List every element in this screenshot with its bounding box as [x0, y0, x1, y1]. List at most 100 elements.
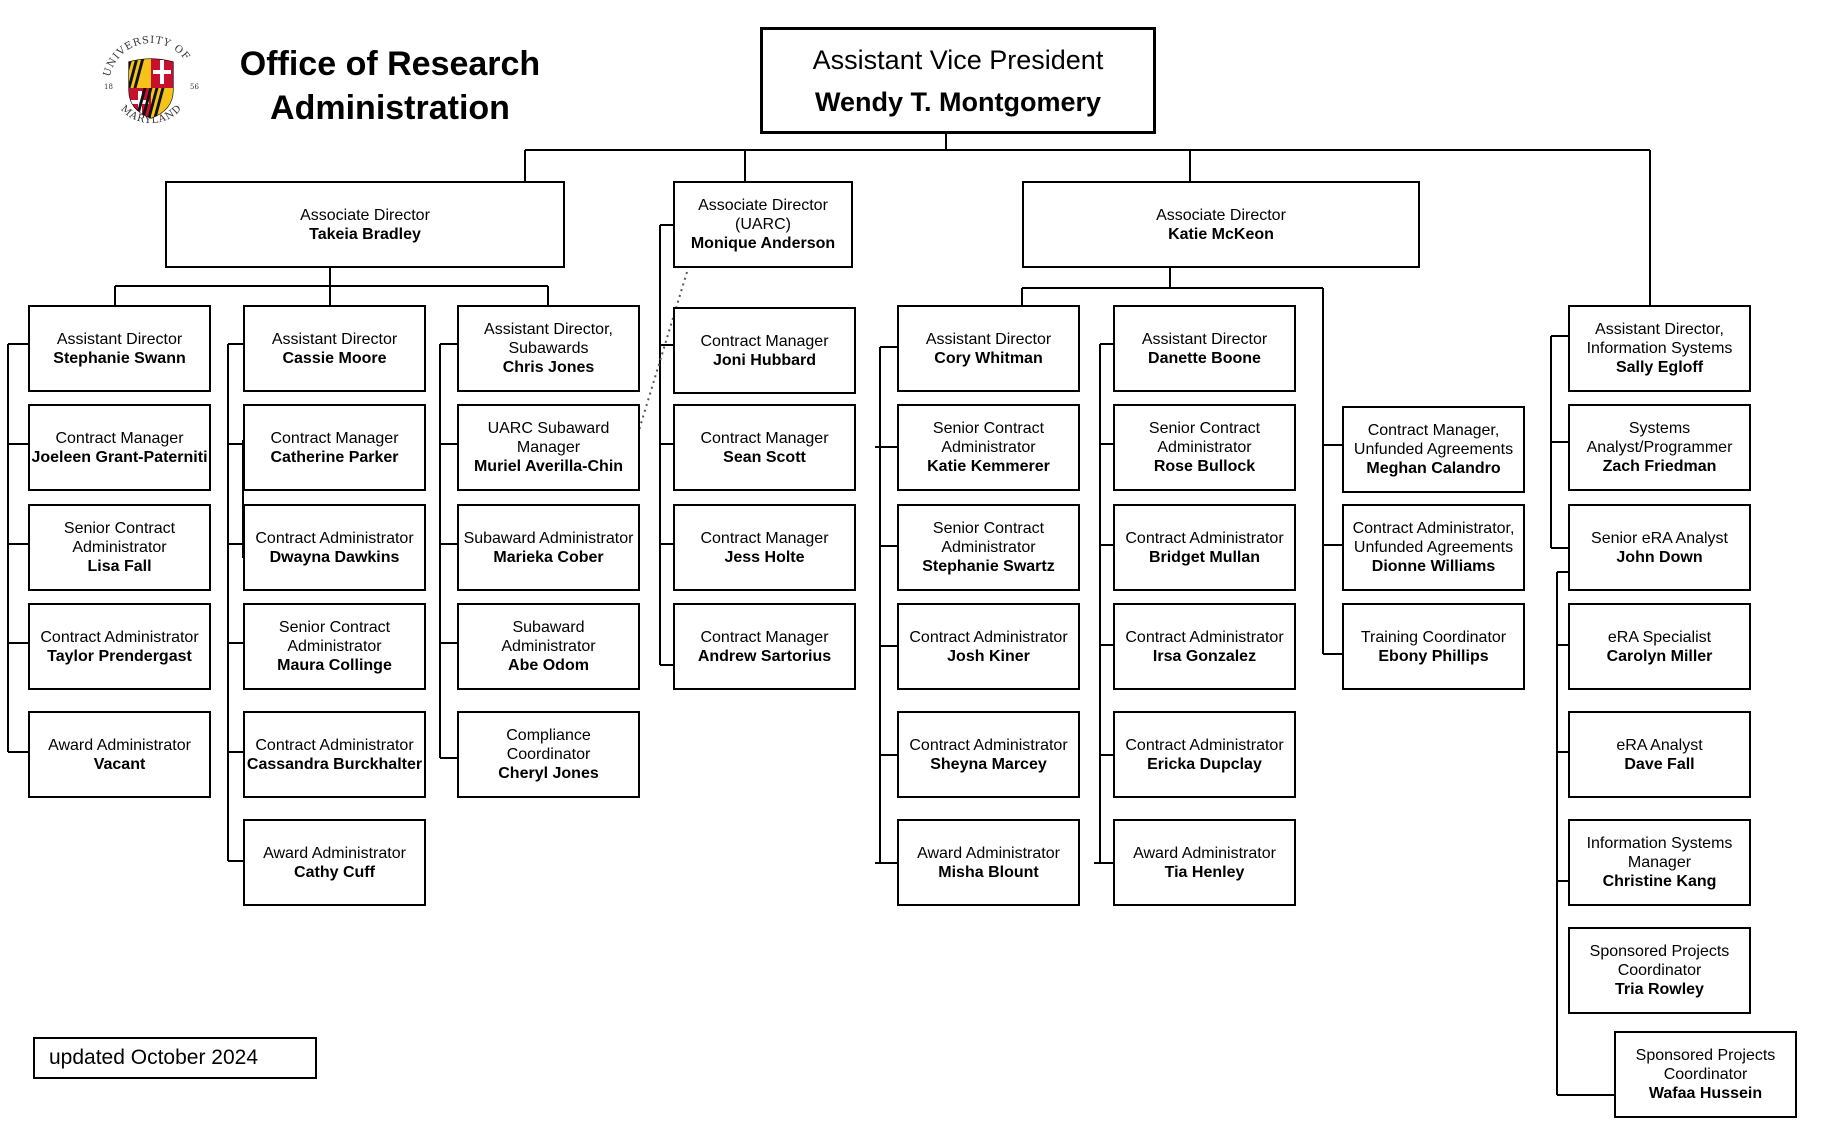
box-name: Abe Odom	[508, 657, 589, 674]
box-title: Information Systems Manager	[1586, 835, 1733, 871]
box-title: Award Administrator	[48, 736, 191, 754]
box-title: Associate Director	[1156, 206, 1286, 224]
box-title: Contract Manager	[700, 529, 829, 547]
box-title: Contract Administrator	[255, 529, 414, 547]
box-name: Meghan Calandro	[1366, 460, 1501, 477]
box-name: Monique Anderson	[690, 235, 836, 252]
box-title: Contract Administrator	[909, 628, 1068, 646]
box-name: Chris Jones	[502, 359, 595, 376]
connector-col2	[227, 343, 244, 862]
box-name: John Down	[1616, 548, 1703, 566]
box-title: Contract Administrator	[1125, 628, 1284, 646]
box-name: Lisa Fall	[87, 558, 152, 575]
box-name: Stephanie Swann	[53, 349, 186, 367]
box-name: Dave Fall	[1624, 755, 1695, 773]
box-title: Contract Manager	[55, 429, 184, 447]
page-title: Office of Research Administration	[239, 45, 541, 127]
box-name: Danette Boone	[1148, 349, 1261, 367]
connector-col8	[1550, 335, 1614, 1096]
box-title: Senior eRA Analyst	[1591, 529, 1728, 547]
connector-col5	[875, 346, 897, 864]
box-name: Taylor Prendergast	[47, 647, 192, 665]
box-title: Award Administrator	[917, 844, 1060, 862]
box-title: Senior Contract Administrator	[278, 619, 391, 655]
box-name: Cheryl Jones	[498, 765, 599, 782]
box-title: Subaward Administrator	[463, 529, 634, 547]
box-title: Contract Administrator	[255, 736, 414, 754]
box-name: Zach Friedman	[1602, 458, 1717, 475]
box-title: Contract Administrator	[1125, 529, 1284, 547]
box-name: Catherine Parker	[270, 448, 399, 466]
box-name: Andrew Sartorius	[697, 647, 832, 665]
box-name: Misha Blount	[938, 863, 1039, 881]
box-title: Assistant Vice President	[812, 44, 1104, 75]
box-title: Contract Manager, Unfunded Agreements	[1353, 422, 1514, 458]
logo-year-left: 18	[104, 83, 113, 91]
box-name: Josh Kiner	[947, 647, 1030, 665]
box-title: Associate Director	[300, 206, 430, 224]
connector-col6	[1094, 343, 1113, 864]
box-title: Senior Contract Administrator	[63, 520, 176, 556]
box-name: Tria Rowley	[1615, 981, 1704, 998]
box-title: Contract Administrator	[909, 736, 1068, 754]
box-title: UARC Subaward Manager	[487, 420, 610, 456]
box-title: Assistant Director	[271, 330, 398, 348]
box-title: Assistant Director	[56, 330, 183, 348]
connector-mckeon-bus	[1021, 268, 1324, 345]
box-title: Senior Contract Administrator	[932, 520, 1045, 556]
box-name: Sean Scott	[723, 448, 806, 466]
box-name: Stephanie Swartz	[922, 558, 1055, 575]
updated-note: updated October 2024	[33, 1037, 317, 1079]
box-name: Vacant	[93, 755, 146, 773]
box-name: Sheyna Marcey	[930, 755, 1047, 773]
box-name: Wendy T. Montgomery	[814, 86, 1102, 117]
box-name: Dwayna Dawkins	[269, 548, 400, 566]
box-name: Tia Henley	[1164, 863, 1245, 881]
box-title: Contract Manager	[270, 429, 399, 447]
box-name: Katie Kemmerer	[927, 458, 1050, 475]
box-name: Wafaa Hussein	[1648, 1085, 1763, 1102]
box-assistant-vice-president: Assistant Vice President Wendy T. Montgo…	[760, 27, 1156, 134]
box-name: Maura Collinge	[277, 657, 392, 674]
box-title: Assistant Director, Subawards	[484, 321, 613, 357]
box-name: Irsa Gonzalez	[1152, 647, 1257, 665]
box-title: eRA Specialist	[1607, 628, 1712, 646]
box-title: Contract Manager	[700, 628, 829, 646]
box-name: Sally Egloff	[1615, 359, 1704, 376]
box-name: Ebony Phillips	[1378, 647, 1489, 665]
box-title: Subaward Administrator	[501, 619, 596, 655]
box-title: Contract Administrator	[1125, 736, 1284, 754]
box-name: Rose Bullock	[1153, 458, 1256, 475]
box-name: Carolyn Miller	[1606, 647, 1713, 665]
